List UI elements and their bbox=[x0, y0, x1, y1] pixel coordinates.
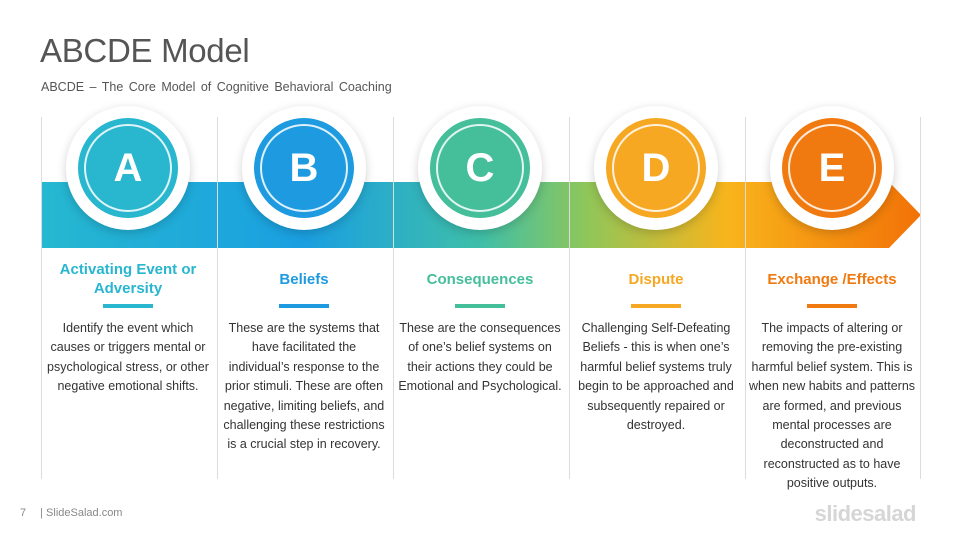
step-description: Identify the event which causes or trigg… bbox=[47, 321, 209, 394]
column-divider bbox=[745, 117, 746, 479]
step-heading: Activating Event or Adversity bbox=[59, 261, 197, 297]
step-badge: D bbox=[606, 118, 706, 218]
step-badge: A bbox=[78, 118, 178, 218]
step-heading: Consequences bbox=[426, 270, 534, 288]
brand-logo: slidesalad bbox=[814, 501, 917, 526]
slide-subtitle: ABCDE – The Core Model of Cognitive Beha… bbox=[41, 80, 392, 94]
badge-ring bbox=[788, 124, 876, 212]
slide-footer: 7 | SlideSalad.com bbox=[20, 507, 122, 519]
badge-ring bbox=[260, 124, 348, 212]
step-letter: B bbox=[289, 145, 319, 190]
step-letter: A bbox=[113, 145, 143, 190]
heading-underline bbox=[279, 304, 329, 308]
column-divider bbox=[569, 117, 570, 479]
source-link[interactable]: | SlideSalad.com bbox=[40, 507, 123, 519]
heading-underline bbox=[455, 304, 505, 308]
step-heading: Dispute bbox=[628, 270, 684, 288]
badge-ring bbox=[84, 124, 172, 212]
slide-title: ABCDE Model bbox=[40, 32, 250, 69]
step-letter: E bbox=[818, 145, 846, 190]
step-circle: B bbox=[242, 106, 366, 230]
badge-ring bbox=[612, 124, 700, 212]
heading-underline bbox=[631, 304, 681, 308]
step-circle: D bbox=[594, 106, 718, 230]
step-circle: E bbox=[770, 106, 894, 230]
step-badge: E bbox=[782, 118, 882, 218]
step-letter: D bbox=[641, 145, 671, 190]
step-description: The impacts of altering or removing the … bbox=[748, 321, 916, 491]
step-letter: C bbox=[465, 145, 495, 190]
step-badge: B bbox=[254, 118, 354, 218]
page-number: 7 bbox=[20, 507, 27, 519]
column-divider bbox=[920, 117, 921, 479]
step-description: These are the systems that have facilita… bbox=[223, 321, 385, 452]
column-divider bbox=[393, 117, 394, 479]
badge-ring bbox=[436, 124, 524, 212]
step-badge: C bbox=[430, 118, 530, 218]
step-description: These are the consequences of one’s beli… bbox=[398, 321, 562, 394]
step-circle: C bbox=[418, 106, 542, 230]
step-circle: A bbox=[66, 106, 190, 230]
heading-underline bbox=[807, 304, 857, 308]
column-divider bbox=[41, 117, 42, 479]
column-divider bbox=[217, 117, 218, 479]
heading-underline bbox=[103, 304, 153, 308]
step-description: Challenging Self-Defeating Beliefs - thi… bbox=[578, 321, 734, 433]
step-heading: Beliefs bbox=[279, 270, 329, 288]
step-heading: Exchange /Effects bbox=[767, 270, 897, 288]
